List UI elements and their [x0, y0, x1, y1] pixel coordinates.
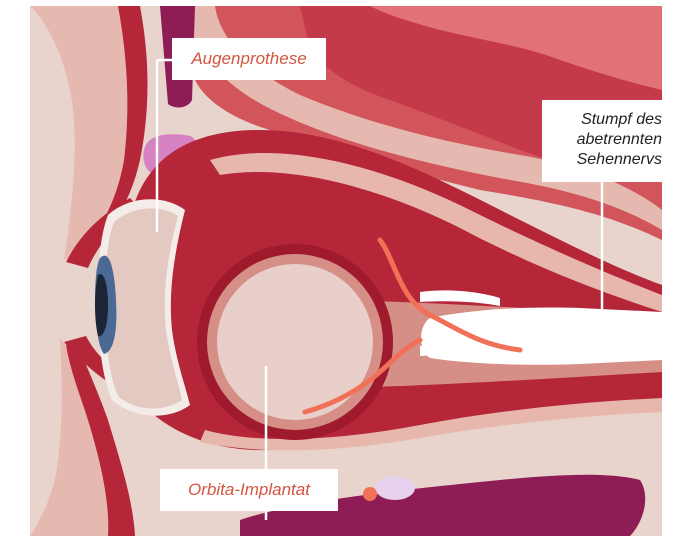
- optic-nerve-stump: [421, 307, 662, 364]
- label-orbita-implantat: Orbita-Implantat: [160, 469, 338, 511]
- infraorbital-nerve: [375, 476, 415, 500]
- label-stumpf-sehnerv: Stumpf des abetrennten Sehennervs: [542, 100, 672, 182]
- infraorbital-vessel: [363, 487, 377, 501]
- label-stumpf-line-3: Sehennervs: [542, 150, 662, 170]
- label-stumpf-line-1: Stumpf des: [542, 110, 662, 130]
- orbita-implant: [217, 264, 373, 420]
- label-augenprothese: Augenprothese: [172, 38, 326, 80]
- label-stumpf-line-2: abetrennten: [542, 130, 662, 150]
